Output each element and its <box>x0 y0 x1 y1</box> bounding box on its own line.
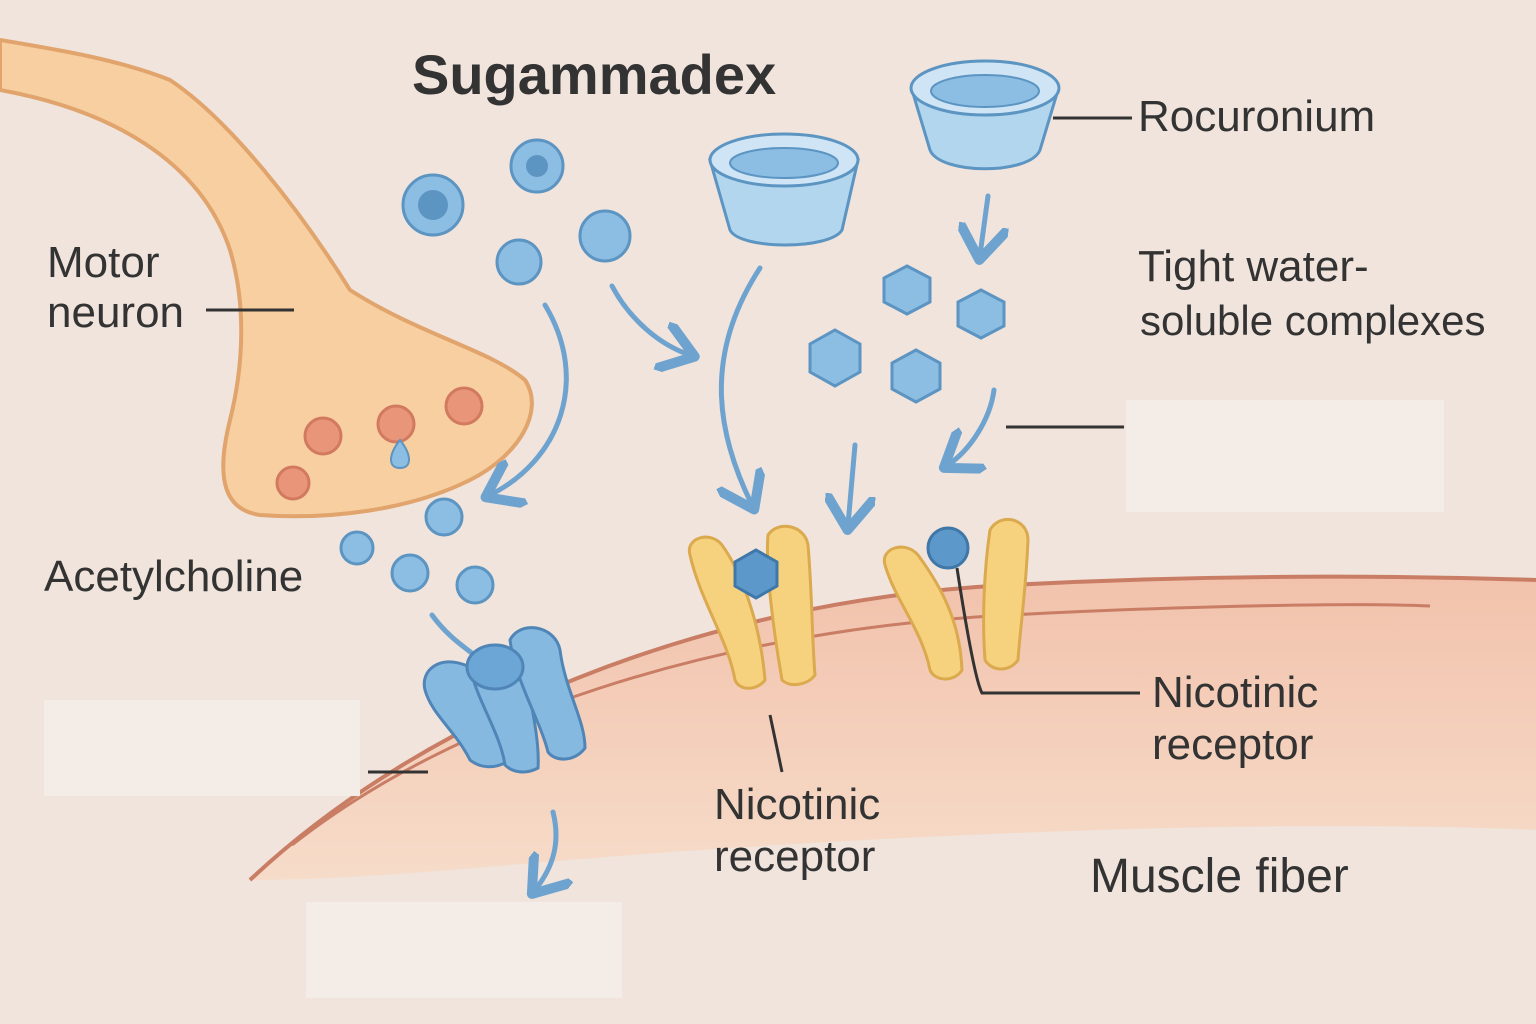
nicotinic-right-label-line1: Nicotinic <box>1152 668 1319 717</box>
diagram-title: Sugammadex <box>412 43 777 106</box>
arrows <box>429 193 997 890</box>
arrow-icon <box>980 193 988 255</box>
motor-neuron-label-line2: neuron <box>47 288 185 337</box>
hexagon-molecule-icon <box>890 348 942 404</box>
nicotinic-center-label-line1: Nicotinic <box>714 780 881 829</box>
circle-molecule-icon <box>339 530 375 566</box>
acetylcholine-label: Acetylcholine <box>44 552 304 601</box>
sugammadex-core-icon <box>526 155 548 177</box>
bound-acetylcholine-icon <box>465 643 525 691</box>
muscle-fiber-body <box>250 576 1536 880</box>
complexes-label-line2: soluble complexes <box>1140 297 1486 344</box>
yellow-receptor-center <box>687 524 817 690</box>
circle-molecule-icon <box>455 565 495 605</box>
blue-receptor <box>422 626 587 774</box>
receptor-subunit <box>765 524 817 687</box>
hexagon-molecule-icon <box>882 264 932 316</box>
circle-molecule-icon <box>424 497 464 537</box>
receptor-subunit <box>508 626 587 761</box>
complexes-label-line1: Tight water- <box>1138 242 1369 291</box>
vesicle-icon <box>444 386 484 426</box>
arrow-icon <box>609 283 690 355</box>
sugammadex-molecules <box>401 138 632 286</box>
circle-molecule-icon <box>578 209 632 263</box>
blank-label-plate <box>306 902 622 998</box>
motor-neuron-body <box>0 37 534 519</box>
circle-molecule-icon <box>495 238 543 286</box>
sugammadex-core-icon <box>418 190 448 220</box>
receptor-subunit <box>982 518 1030 671</box>
nicotinic-center-label-line2: receptor <box>714 832 876 881</box>
nicotinic-right-label-line2: receptor <box>1152 720 1314 769</box>
arrow-icon <box>848 442 855 525</box>
blank-label-plate <box>1126 400 1444 512</box>
arrow-icon <box>948 387 997 465</box>
vesicle-icon <box>275 465 311 501</box>
cup-cavity <box>729 147 839 179</box>
hexagon-molecule-icon <box>808 328 862 388</box>
vesicle-icon <box>303 416 343 456</box>
rocuronium-cup <box>909 59 1061 171</box>
circle-molecule-icon <box>926 526 970 570</box>
arrow-icon <box>721 265 760 505</box>
acetylcholine-molecules <box>339 497 495 605</box>
yellow-receptor-right <box>882 518 1030 681</box>
release-droplet-icon <box>390 438 410 470</box>
vesicle-icon <box>376 404 416 444</box>
nicotinic-center-leader-line <box>768 714 784 773</box>
receptor-subunit <box>882 545 964 681</box>
muscle-fiber-label: Muscle fiber <box>1090 850 1349 903</box>
receptor-subunit <box>687 535 767 690</box>
arrow-icon <box>535 809 556 890</box>
motor-neuron-label-line1: Motor <box>47 238 160 287</box>
motor-neuron <box>0 37 534 519</box>
nicotinic-right-leader-line <box>955 567 1140 695</box>
muscle-fiber <box>248 574 1536 882</box>
hexagon-molecule-icon <box>956 288 1006 340</box>
circle-molecule-icon <box>390 553 430 593</box>
cup-cavity <box>930 74 1040 108</box>
blank-label-plate <box>44 700 360 796</box>
sugammadex-cup <box>708 132 860 247</box>
arrow-icon <box>490 302 569 495</box>
rocuronium-complexes <box>808 264 1006 404</box>
motor-neuron-leader-line <box>206 308 294 312</box>
rocuronium-label: Rocuronium <box>1138 92 1376 141</box>
hexagon-molecule-icon <box>733 548 779 600</box>
